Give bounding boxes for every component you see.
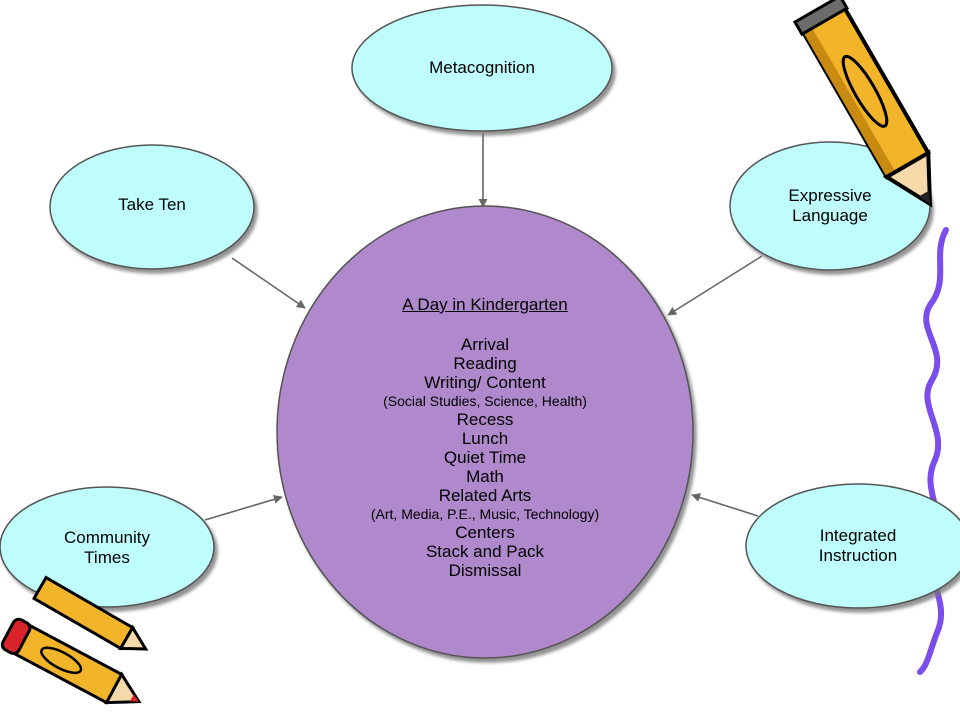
arrow-integrated-instruction: [691, 493, 759, 517]
integrated-instruction-node-ellipse: [745, 483, 960, 609]
pencil-clipart-top-right: [792, 0, 933, 208]
metacognition-node-ellipse: [351, 4, 613, 132]
arrow-expressive-language: [667, 255, 763, 316]
take-ten-node-ellipse: [49, 144, 255, 270]
purple-squiggle-line: [917, 227, 949, 675]
arrow-community-times: [204, 495, 283, 521]
center-node-ellipse: [276, 205, 694, 659]
pencils-clipart-bottom-left: [0, 575, 149, 705]
arrow-take-ten: [231, 257, 306, 309]
community-times-node-ellipse: [0, 486, 215, 608]
